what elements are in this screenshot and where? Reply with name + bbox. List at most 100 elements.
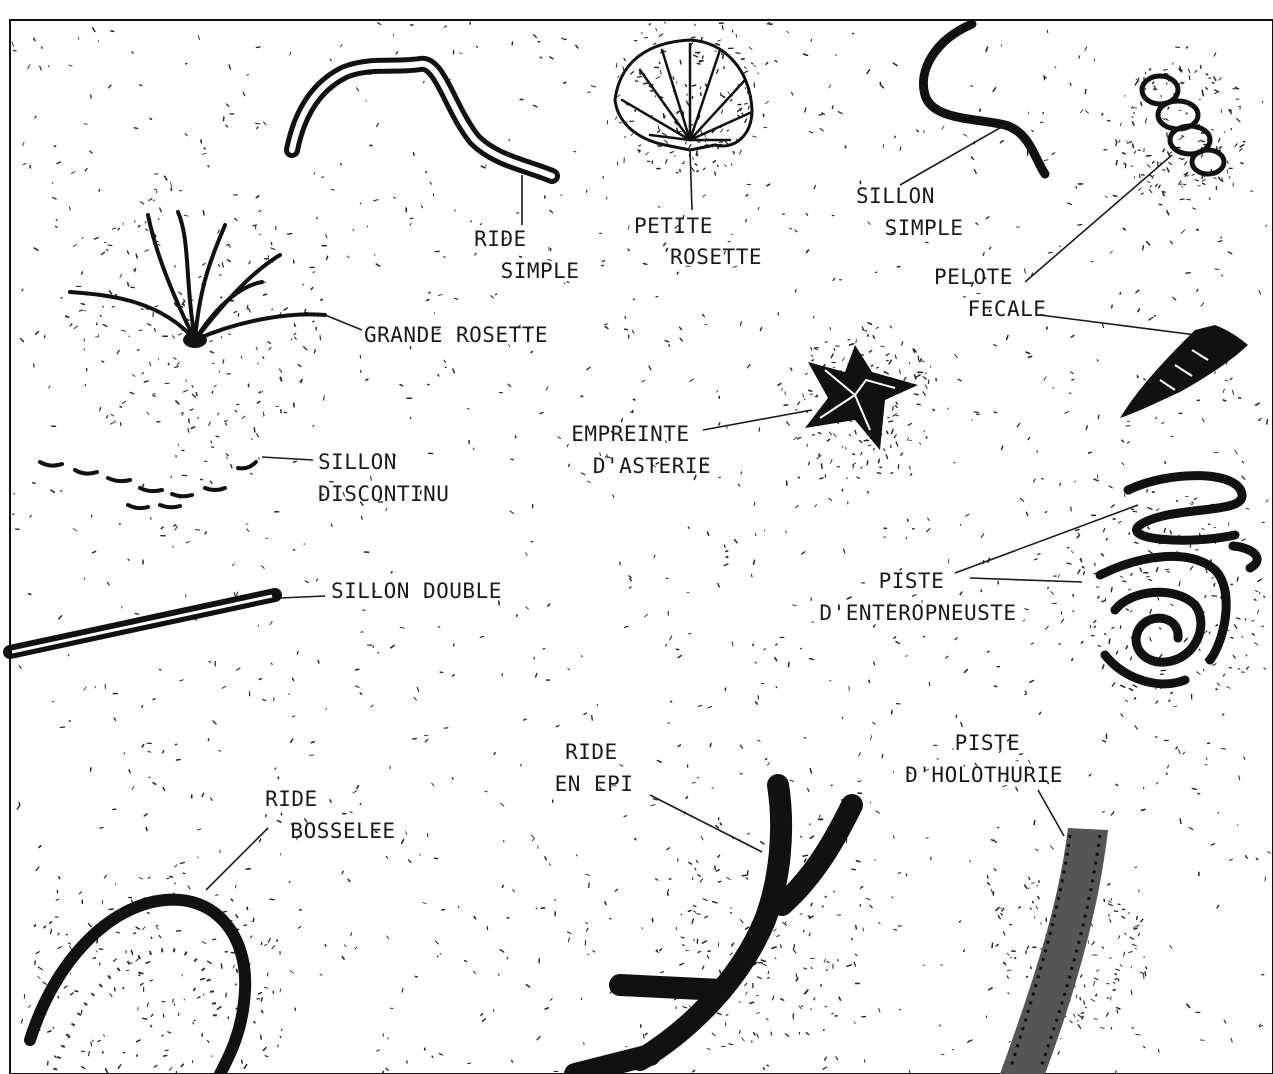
speckle-dot [12,42,13,46]
speckle-dot [613,495,614,497]
speckle-dot [261,943,262,945]
speckle-dot [1214,584,1215,586]
speckle-dot [270,899,274,900]
speckle-dot [139,973,143,974]
speckle-dot [116,932,119,933]
speckle-dot [857,861,860,862]
speckle-dot [1111,898,1112,900]
speckle-dot [895,136,896,138]
speckle-dot [136,959,138,961]
speckle-dot [1045,626,1048,629]
speckle-dot [811,903,812,906]
speckle-dot [363,610,365,611]
speckle-dot [30,516,31,518]
speckle-dot [807,444,808,446]
speckle-dot [726,551,728,552]
speckle-dot [57,162,61,164]
speckle-dot [133,374,135,376]
speckle-dot [796,506,799,508]
speckle-dot [1111,588,1112,592]
speckle-dot [34,925,35,927]
speckle-dot [1098,596,1100,598]
speckle-dot [1167,133,1168,137]
speckle-dot [1043,113,1044,114]
speckle-dot [807,250,809,253]
speckle-dot [989,247,990,249]
speckle-dot [1076,187,1077,188]
speckle-dot [79,892,81,894]
speckle-dot [119,524,120,525]
speckle-dot [619,122,622,123]
speckle-dot [819,433,821,434]
speckle-dot [976,223,978,225]
speckle-dot [750,1002,754,1003]
speckle-dot [896,402,897,404]
speckle-dot [289,882,290,883]
speckle-dot [147,412,149,415]
speckle-dot [474,917,476,919]
speckle-dot [581,396,583,397]
speckle-dot [1138,376,1139,378]
speckle-dot [675,156,676,157]
speckle-dot [1245,619,1246,621]
speckle-dot [244,1065,246,1069]
speckle-dot [545,1008,548,1009]
speckle-dot [1002,446,1003,450]
speckle-dot [1243,461,1244,462]
speckle-dot [400,627,404,628]
speckle-dot [809,132,812,133]
speckle-dot [869,351,871,353]
speckle-dot [1123,153,1126,154]
speckle-dot [1146,576,1149,577]
speckle-dot [1186,113,1187,114]
speckle-dot [680,963,684,965]
speckle-dot [425,739,428,742]
speckle-dot [114,718,116,720]
speckle-dot [201,979,205,980]
speckle-dot [741,920,744,923]
speckle-dot [1180,184,1182,185]
speckle-dot [473,448,474,450]
speckle-dot [897,267,899,268]
speckle-dot [1223,400,1225,401]
speckle-dot [615,889,617,891]
speckle-dot [471,221,472,222]
speckle-dot [831,354,833,358]
speckle-dot [290,971,293,974]
speckle-dot [526,553,528,556]
speckle-dot [658,131,660,132]
speckle-dot [886,354,889,356]
speckle-dot [139,330,143,331]
speckle-dot [1065,411,1069,413]
speckle-dot [496,294,497,295]
speckle-dot [117,351,119,354]
speckle-dot [174,266,175,267]
speckle-dot [708,951,710,952]
speckle-dot [494,753,495,754]
speckle-dot [250,936,252,938]
speckle-dot [68,654,69,656]
speckle-dot [624,137,625,138]
speckle-dot [55,1056,56,1057]
speckle-dot [1180,819,1181,823]
speckle-dot [964,950,965,951]
speckle-dot [968,1041,969,1043]
speckle-dot [839,997,841,1000]
speckle-dot [162,1001,165,1002]
speckle-dot [124,753,125,754]
speckle-dot [589,883,590,887]
speckle-dot [198,417,199,418]
speckle-dot [1028,437,1030,439]
speckle-dot [526,607,528,609]
speckle-dot [175,865,177,867]
speckle-dot [1109,639,1110,643]
speckle-dot [229,65,230,69]
speckle-dot [261,998,262,1001]
speckle-dot [268,342,271,344]
speckle-dot [236,915,238,918]
speckle-dot [1169,700,1170,701]
speckle-dot [767,1065,768,1066]
speckle-dot [387,936,389,939]
speckle-dot [592,716,593,720]
speckle-dot [1155,316,1156,317]
